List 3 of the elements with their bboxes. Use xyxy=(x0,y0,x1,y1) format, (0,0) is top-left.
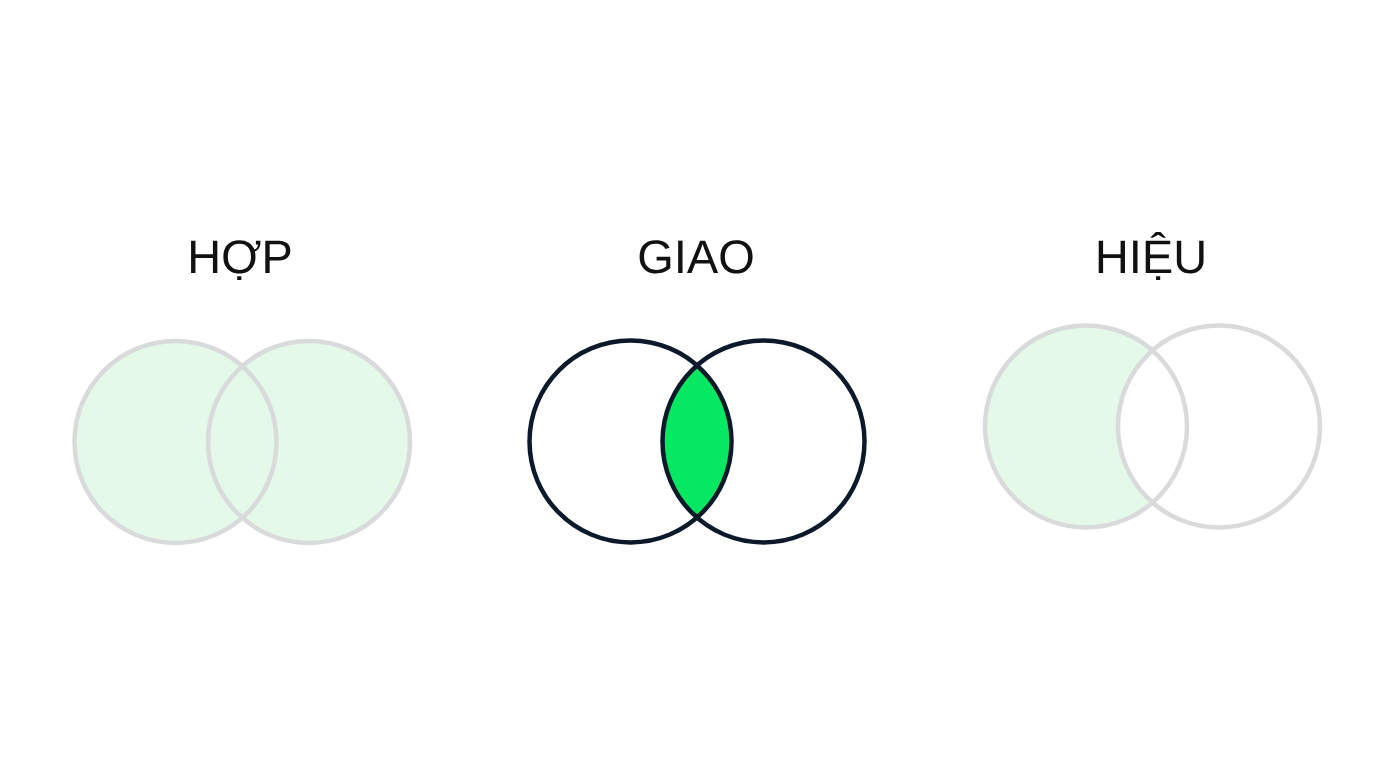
heading: HỢP xyxy=(191,240,291,281)
heading: GIAO xyxy=(639,240,753,274)
heading: HIỆU xyxy=(1098,231,1204,281)
